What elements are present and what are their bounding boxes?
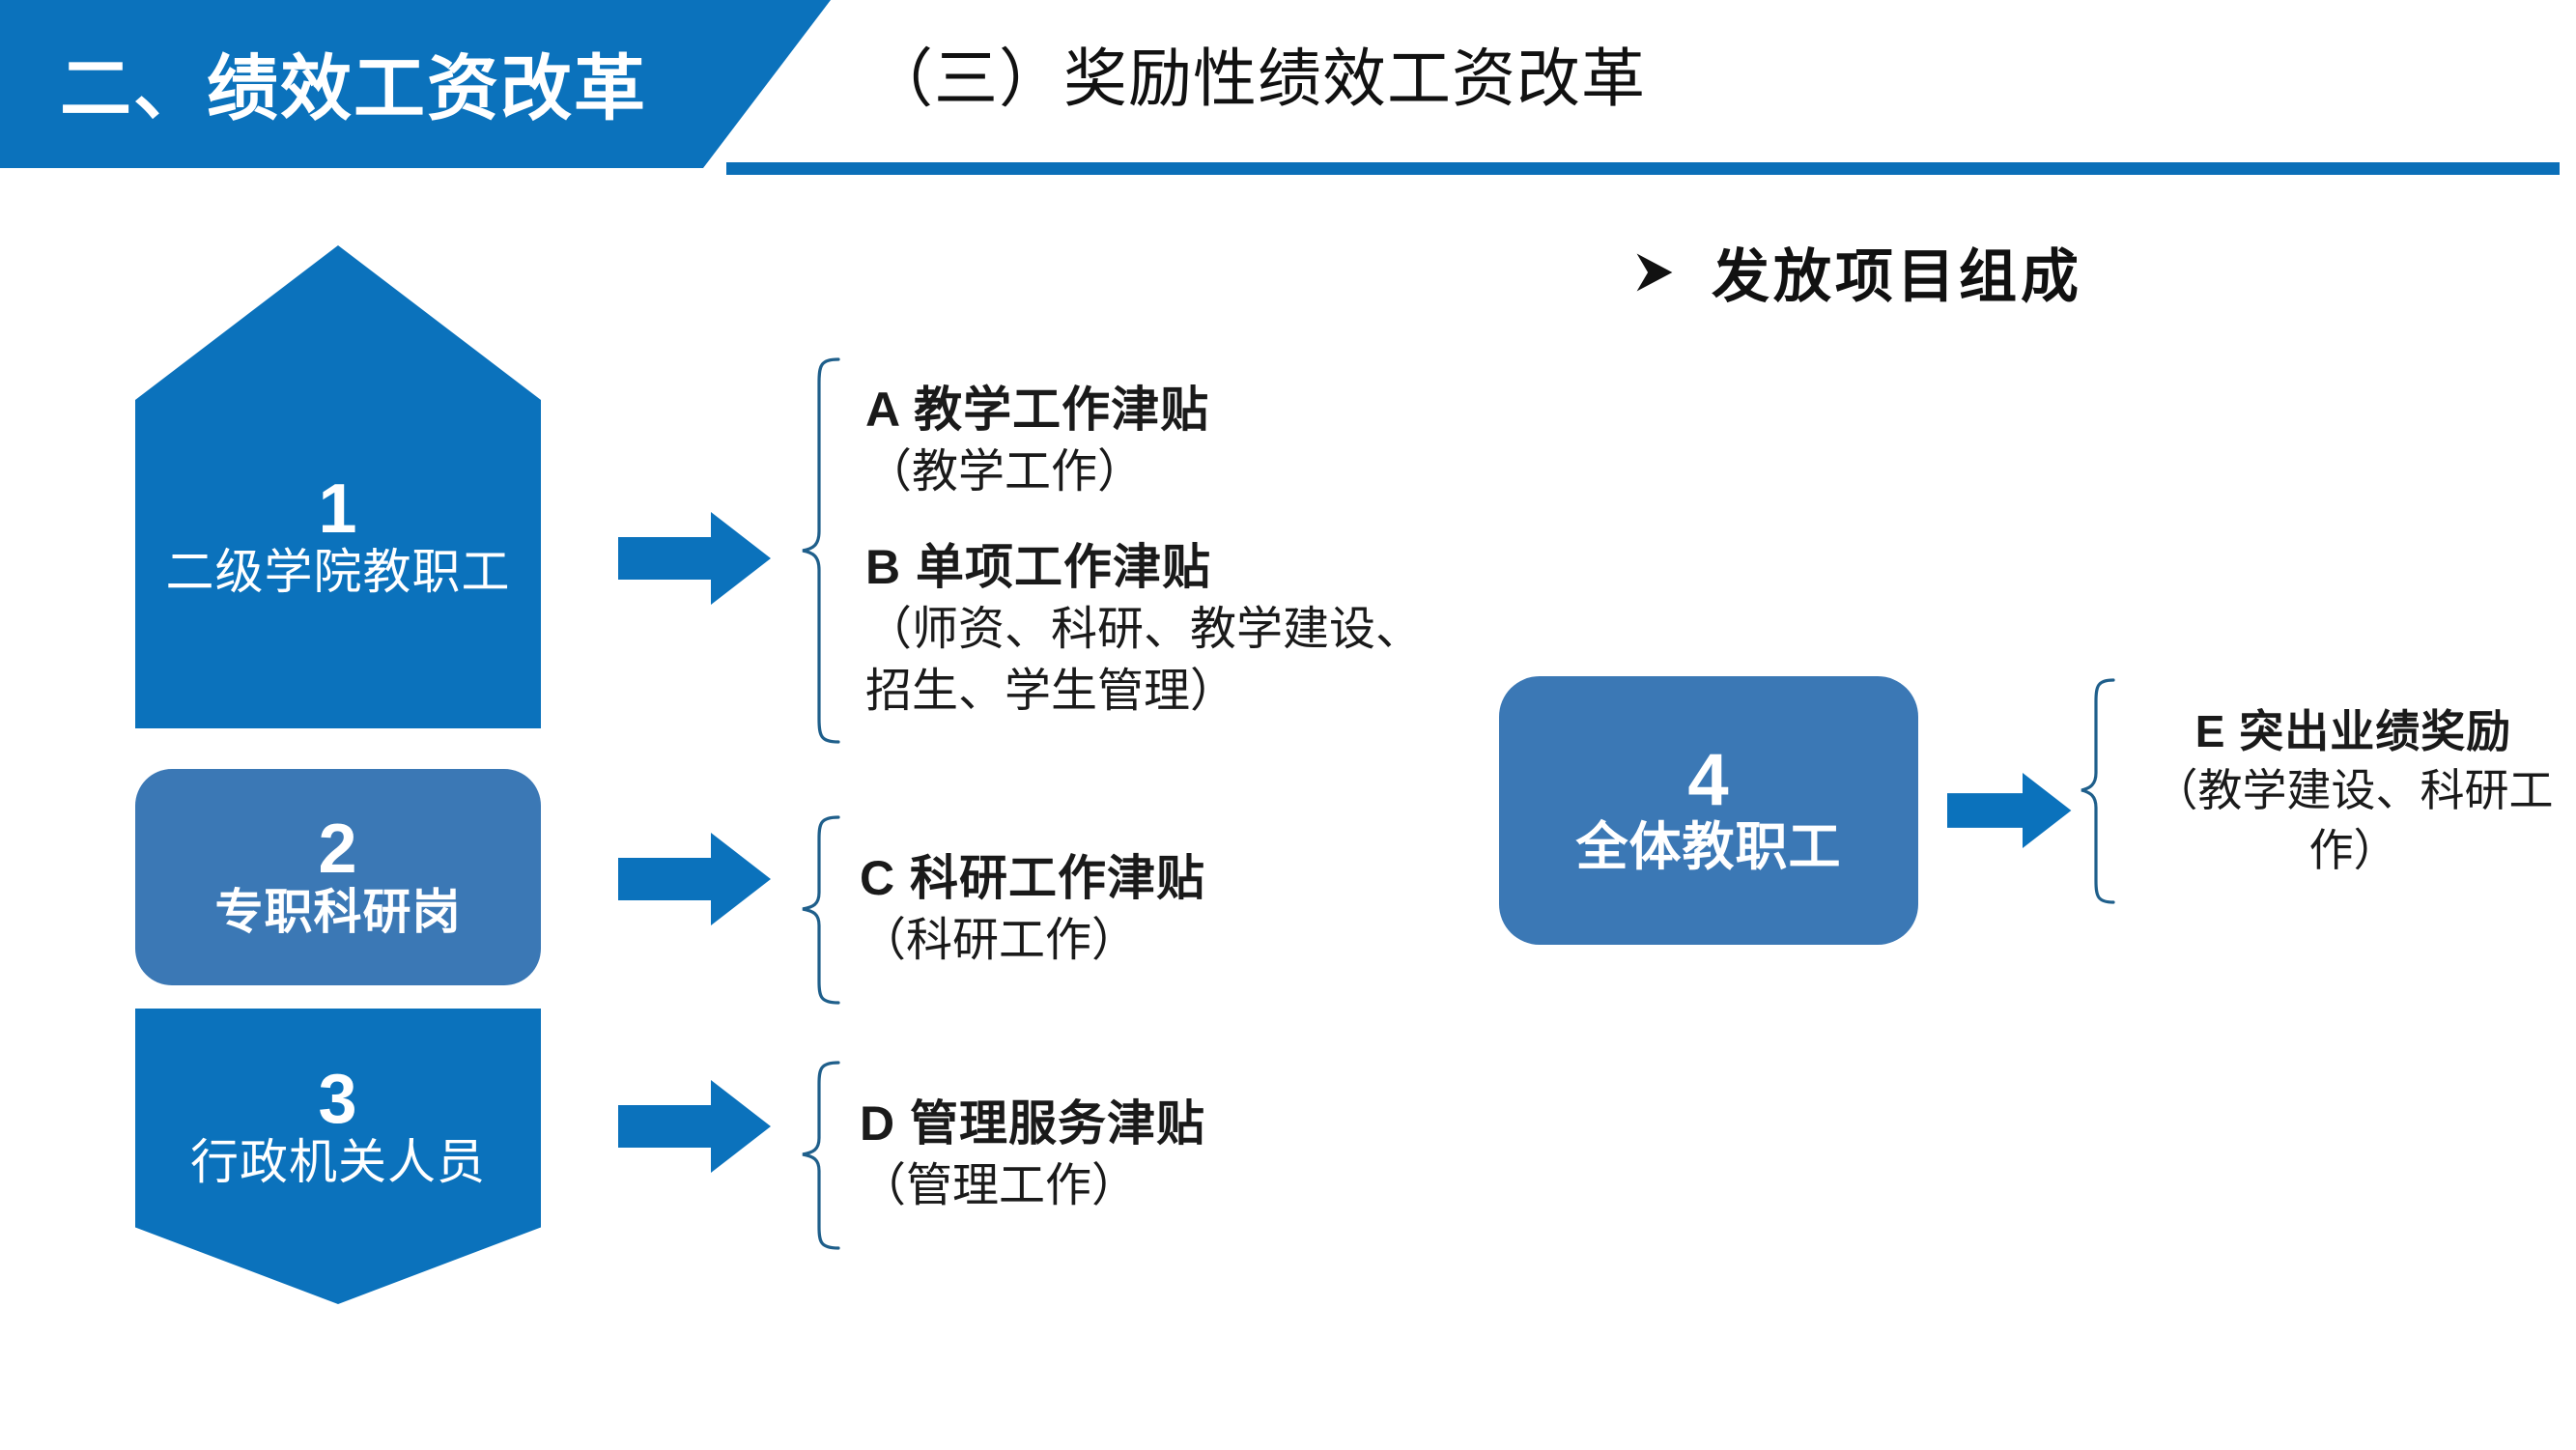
curly-brace-icon-e bbox=[2081, 678, 2115, 904]
arrow-right-icon-2 bbox=[618, 833, 771, 925]
allowance-a-desc: （教学工作） bbox=[865, 445, 1145, 498]
group-2-number: 2 bbox=[318, 810, 358, 888]
allowance-b-desc: （师资、科研、教学建设、招生、学生管理） bbox=[865, 603, 1423, 718]
page-title: （三）奖励性绩效工资改革 bbox=[869, 43, 1646, 114]
allowance-c-title: C 科研工作津贴 bbox=[860, 851, 1205, 906]
arrow-right-icon-4 bbox=[1947, 773, 2072, 848]
group-4-label: 全体教职工 bbox=[1575, 817, 1842, 876]
group-shape-2[interactable]: 2 专职科研岗 bbox=[135, 769, 541, 985]
group-shape-1[interactable]: 1 二级学院教职工 bbox=[135, 245, 541, 728]
curly-brace-icon-ab bbox=[802, 357, 840, 744]
arrow-right-icon-3 bbox=[618, 1080, 771, 1173]
group-1-label: 二级学院教职工 bbox=[165, 545, 511, 600]
allowance-c-text: C 科研工作津贴 （科研工作） bbox=[842, 813, 1205, 1007]
allowance-ab-text: A 教学工作津贴 （教学工作） B 单项工作津贴 （师资、科研、教学建设、招生、… bbox=[842, 355, 1464, 746]
bullet-heading-label: 发放项目组成 bbox=[1712, 244, 2082, 309]
group-shape-3[interactable]: 3 行政机关人员 bbox=[135, 1009, 541, 1304]
allowance-b-title: B 单项工作津贴 bbox=[865, 539, 1211, 594]
spacer bbox=[865, 503, 1464, 536]
group-3-number: 3 bbox=[318, 1060, 358, 1138]
header-section-banner bbox=[0, 0, 831, 168]
bullet-heading: 发放项目组成 bbox=[1632, 230, 2082, 314]
allowance-c-desc: （科研工作） bbox=[860, 915, 1139, 967]
group-1-number: 1 bbox=[318, 469, 358, 548]
header-section-tab-label: 二、绩效工资改革 bbox=[60, 47, 647, 128]
group-shape-4[interactable]: 4 全体教职工 bbox=[1499, 676, 1918, 945]
group-3-label: 行政机关人员 bbox=[190, 1135, 486, 1190]
allowance-d-title: D 管理服务津贴 bbox=[860, 1096, 1205, 1151]
allowance-a-title: A 教学工作津贴 bbox=[865, 382, 1210, 437]
allowance-group-d: D 管理服务津贴 （管理工作） bbox=[800, 1059, 1205, 1252]
header-underline bbox=[726, 162, 2560, 175]
allowance-d-desc: （管理工作） bbox=[860, 1160, 1139, 1212]
curly-brace-icon-c bbox=[802, 815, 840, 1005]
allowance-e-title: E 突出业绩奖励 bbox=[2194, 706, 2512, 757]
allowance-group-ab: A 教学工作津贴 （教学工作） B 单项工作津贴 （师资、科研、教学建设、招生、… bbox=[800, 355, 1464, 746]
curly-brace-icon-d bbox=[802, 1061, 840, 1250]
allowance-e-desc: （教学建设、科研工作） bbox=[2153, 765, 2554, 875]
allowance-group-c: C 科研工作津贴 （科研工作） bbox=[800, 813, 1205, 1007]
triangle-right-bullet-icon bbox=[1636, 252, 1673, 292]
allowance-e-text: E 突出业绩奖励 （教学建设、科研工作） bbox=[2117, 676, 2576, 908]
allowance-group-e: E 突出业绩奖励 （教学建设、科研工作） bbox=[2079, 676, 2576, 908]
arrow-right-icon-1 bbox=[618, 512, 771, 605]
allowance-d-text: D 管理服务津贴 （管理工作） bbox=[842, 1059, 1205, 1252]
group-4-number: 4 bbox=[1687, 739, 1730, 822]
group-2-label: 专职科研岗 bbox=[214, 885, 462, 940]
